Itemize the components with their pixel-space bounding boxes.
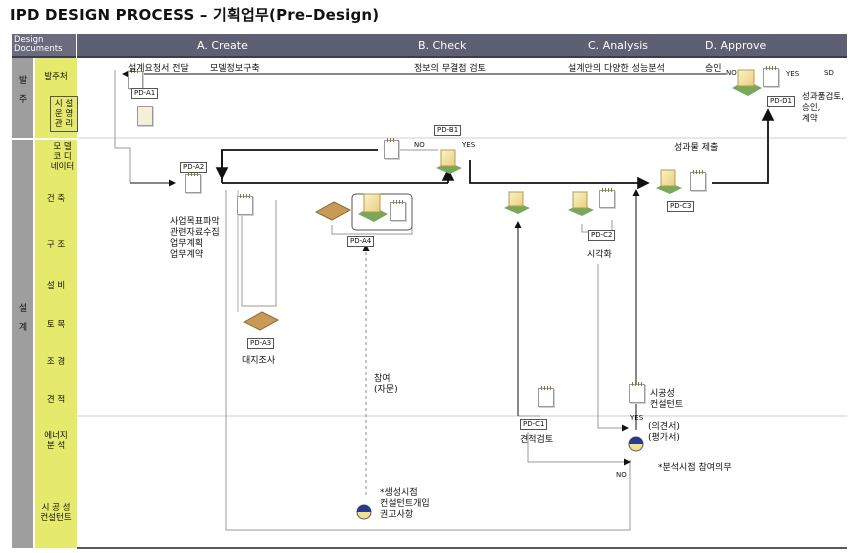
- label-conflict-check: 정보의 무결점 검토: [414, 64, 486, 74]
- label-submit: 성과물 제출: [674, 143, 719, 153]
- phase-approve: D. Approve: [705, 39, 767, 52]
- document-icon: [237, 194, 253, 215]
- phase-header: [77, 34, 847, 58]
- cube-approve: [732, 69, 762, 96]
- phase-analysis: C. Analysis: [588, 39, 648, 52]
- tag-pd-d1: PD-D1: [767, 96, 795, 107]
- row-model-coordinator: 모 델 코 디 네이터: [50, 142, 75, 172]
- document-icon: [629, 382, 645, 403]
- label-model-build: 모델정보구축: [210, 64, 260, 74]
- header-corner: [12, 34, 76, 58]
- cube-c2: [568, 191, 594, 216]
- document-icon: [763, 66, 779, 87]
- label-participate: 참여 (자문): [374, 374, 398, 395]
- page-title: IPD DESIGN PROCESS – 기획업무(Pre–Design): [10, 6, 380, 24]
- label-sd: SD: [824, 69, 834, 77]
- row-facility-mgmt: 시 설 운 영 관 리: [50, 96, 78, 132]
- row-client: 발주처: [44, 72, 68, 82]
- design-group-band: [12, 140, 33, 548]
- label-tasks: 사업목표파악 관련자료수집 업무계획 업무계약: [170, 217, 220, 260]
- label-request: 설계요청서 전달: [128, 64, 189, 74]
- label-approval: 승인: [705, 64, 722, 74]
- label-visualize: 시각화: [587, 250, 612, 260]
- tag-pd-a4: PD-A4: [347, 236, 375, 247]
- label-no-approve: NO: [726, 69, 737, 77]
- label-deliverable-review: 성과품검토, 승인, 계약: [802, 92, 844, 124]
- tag-pd-c3: PD-C3: [667, 201, 695, 212]
- document-icon: [390, 200, 406, 221]
- phase-create: A. Create: [197, 39, 248, 52]
- label-construct-consult: 시공성 컨설턴트: [650, 389, 684, 410]
- client-group-band: [12, 58, 33, 138]
- tag-pd-a2: PD-A2: [180, 162, 208, 173]
- label-yes-consult: YES: [630, 414, 644, 422]
- label-yes-approve: YES: [786, 70, 800, 78]
- row-energy: 에너지 분 석: [44, 431, 68, 451]
- cube-check: [436, 149, 462, 174]
- document-icon: [690, 170, 706, 191]
- label-no-check: NO: [414, 141, 425, 149]
- document-icon: [538, 386, 554, 407]
- group-client-label: 발 주: [18, 76, 28, 105]
- label-energy-note: *분석시점 참여의무: [658, 463, 732, 473]
- tag-pd-a3: PD-A3: [247, 338, 275, 349]
- phase-check: B. Check: [418, 39, 467, 52]
- tag-pd-b1: PD-B1: [434, 125, 462, 136]
- label-opinion: (의견서) (평가서): [648, 422, 680, 443]
- document-icon: [137, 106, 153, 126]
- cube-c3: [656, 169, 682, 194]
- label-yes-check: YES: [462, 141, 476, 149]
- consultant-icon-a: [628, 436, 644, 452]
- label-construct-note: *생성시점 컨설턴트개입 권고사항: [380, 488, 430, 520]
- row-civil: 토 목: [46, 320, 66, 330]
- cube-a4: [358, 193, 388, 222]
- label-cost-review: 견적검토: [520, 435, 554, 445]
- row-estimate: 견 적: [46, 395, 66, 405]
- label-analysis: 설계안의 다양한 성능분석: [568, 64, 665, 74]
- consultant-icon-b: [356, 504, 372, 520]
- row-landscape: 조 경: [46, 357, 66, 367]
- cube-c1: [504, 191, 530, 214]
- label-no-consult: NO: [616, 471, 627, 479]
- document-icon: [384, 138, 399, 159]
- tag-pd-c1: PD-C1: [520, 419, 548, 430]
- row-constructability: 시 공 성 컨설턴트: [40, 503, 72, 523]
- label-site-survey: 대지조사: [242, 356, 276, 366]
- document-icon: [185, 172, 201, 193]
- row-mep: 설 비: [46, 281, 66, 291]
- design-documents-label: Design Documents: [14, 35, 63, 54]
- tag-pd-c2: PD-C2: [588, 230, 616, 241]
- tag-pd-a1: PD-A1: [131, 88, 159, 99]
- row-structure: 구 조: [46, 240, 66, 250]
- group-design-label: 설 계: [18, 304, 28, 333]
- row-architecture: 건 축: [46, 194, 66, 204]
- document-icon: [599, 188, 615, 208]
- design-rows-band: [35, 140, 77, 548]
